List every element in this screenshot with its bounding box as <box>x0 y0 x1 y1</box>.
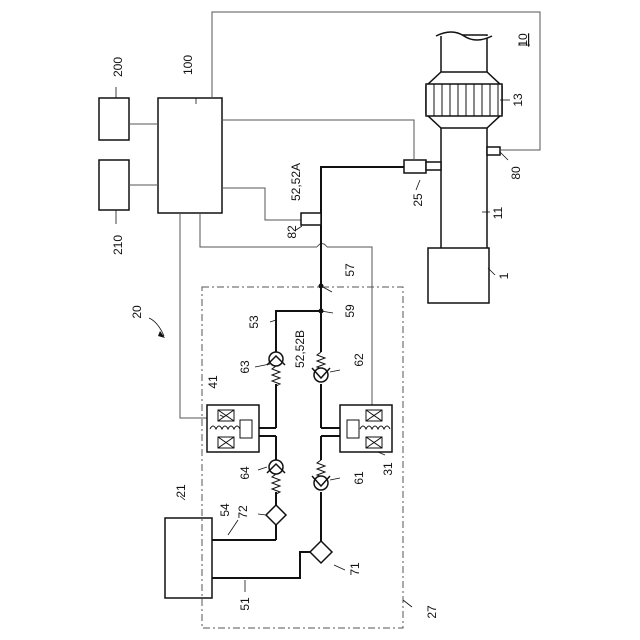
sensor-82 <box>301 213 321 225</box>
label-unit-27: 27 <box>425 605 439 619</box>
label-catalyst: 13 <box>511 93 525 107</box>
exhaust-assembly <box>404 32 502 303</box>
exhaust-pipe <box>441 35 487 249</box>
label-pipe-52-52b: 52,52B <box>293 330 307 368</box>
label-pump-41: 41 <box>206 375 220 389</box>
fuel-tank-21 <box>165 518 212 598</box>
label-junction-59: 59 <box>343 304 357 318</box>
label-exhaust-pipe: 11 <box>491 206 505 219</box>
label-tank-21: 21 <box>174 484 188 498</box>
system-20-arrow <box>158 331 165 338</box>
pump-31 <box>340 405 392 452</box>
label-sensor-80: 80 <box>509 166 523 180</box>
label-pipe-54: 54 <box>218 503 232 517</box>
check-valve-62 <box>312 352 330 382</box>
catalyst-core <box>426 84 502 116</box>
label-system-20: 20 <box>130 305 144 319</box>
label-box-200: 200 <box>111 57 125 77</box>
label-check-61: 61 <box>352 471 366 485</box>
sensor-80 <box>487 147 500 155</box>
addition-valve-25 <box>404 160 426 173</box>
label-box-210: 210 <box>111 235 125 255</box>
ecu-100-box <box>158 98 222 213</box>
check-valve-64 <box>267 460 285 494</box>
filter-72 <box>266 505 286 525</box>
label-pipe-52-52a: 52,52A <box>289 163 303 201</box>
filter-71 <box>310 541 332 563</box>
label-pipe-51: 51 <box>238 597 252 611</box>
label-ecu-100: 100 <box>181 55 195 75</box>
engine-block <box>428 248 489 303</box>
pump-41 <box>207 405 259 452</box>
check-valve-63 <box>267 352 285 386</box>
label-pump-31: 31 <box>381 462 395 476</box>
label-pipe-53: 53 <box>247 315 261 329</box>
label-fig-number: 10 <box>516 33 530 47</box>
check-valve-61 <box>312 460 330 490</box>
label-add-valve-25: 25 <box>411 193 425 207</box>
label-check-63: 63 <box>238 360 252 374</box>
box-200 <box>99 98 129 140</box>
box-210 <box>99 160 129 210</box>
label-check-64: 64 <box>238 466 252 480</box>
valve-nozzle <box>426 162 441 170</box>
label-check-62: 62 <box>352 353 366 367</box>
label-filter-72: 72 <box>236 505 250 519</box>
label-filter-71: 71 <box>348 562 362 576</box>
label-engine: 1 <box>497 272 511 279</box>
label-sensor-82: 82 <box>285 225 299 239</box>
label-junction-57: 57 <box>343 263 357 277</box>
